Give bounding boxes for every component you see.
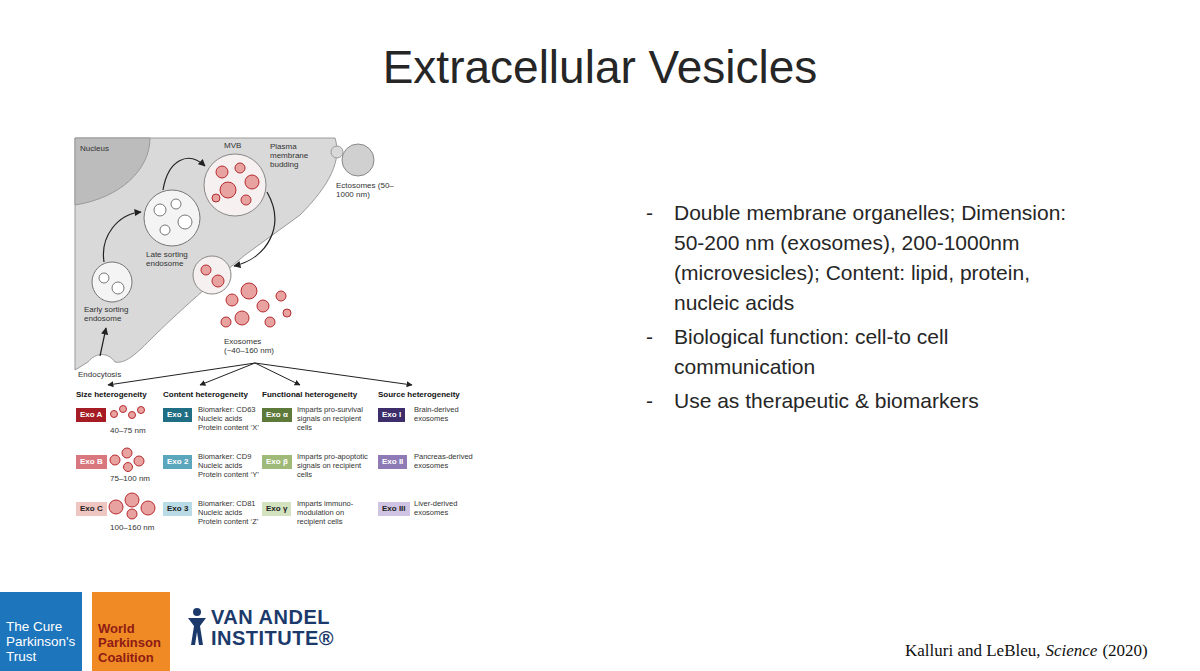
- logo-box: World Parkinson Coalition: [92, 592, 170, 671]
- node-text: Exo A: [80, 411, 102, 419]
- content-description: Biomarker: CD81 Nucleic acids Protein co…: [198, 499, 260, 526]
- node-text: World Parkinson Coalition: [98, 622, 164, 665]
- logo-box: The Cure Parkinson's Trust: [0, 592, 82, 671]
- pathway-arrow: [100, 158, 275, 356]
- source-description: Pancreas-derived exosomes: [414, 452, 476, 470]
- size-range: 75–100 nm: [110, 474, 170, 483]
- bullet-text: Biological function: cell-to cell commun…: [674, 322, 1094, 382]
- function-description: Imparts pro-apoptotic signals on recipie…: [297, 452, 373, 479]
- exo-tag: Exo B: [76, 455, 107, 469]
- exo-tag: Exo α: [262, 408, 292, 422]
- node-text: Exo III: [382, 505, 406, 513]
- exo-tag: Exo III: [378, 502, 410, 516]
- size-vesicles: [109, 406, 155, 520]
- node-text: Exo I: [382, 411, 401, 419]
- bullet-dash: -: [646, 198, 666, 228]
- citation: Kalluri and LeBleu,: [905, 641, 1041, 661]
- membrane-bud: [331, 146, 343, 158]
- exo-tag: Exo 1: [163, 408, 192, 422]
- organelle-label: MVB: [224, 141, 254, 150]
- slide-title: Extracellular Vesicles: [0, 40, 1200, 94]
- category-header: Size heterogeneity: [76, 390, 147, 399]
- node-text: Exo β: [266, 458, 288, 466]
- source-description: Brain-derived exosomes: [414, 405, 476, 423]
- exo-tag: Exo II: [378, 455, 407, 469]
- citation: Science: [1046, 641, 1098, 661]
- exo-tag: Exo γ: [262, 502, 291, 516]
- exo-tag: Exo 2: [163, 455, 192, 469]
- vesicle-label: Ectosomes (50–1000 nm): [336, 181, 398, 199]
- nucleus: [75, 138, 150, 205]
- node-text: Exo C: [80, 505, 103, 513]
- bullet-dash: -: [646, 322, 666, 352]
- node-text: Exo γ: [266, 505, 287, 513]
- early-endosome: [92, 262, 132, 302]
- citation: (2020): [1102, 641, 1147, 661]
- node-text: The Cure Parkinson's Trust: [6, 620, 76, 665]
- node-text: Exo α: [266, 411, 288, 419]
- institute-name: VAN ANDEL INSTITUTE®: [211, 607, 351, 649]
- node-text: Exo II: [382, 458, 403, 466]
- node-text: Exo 2: [167, 458, 188, 466]
- heterogeneity-arrow: [108, 363, 412, 385]
- content-description: Biomarker: CD63 Nucleic acids Protein co…: [198, 405, 260, 432]
- late-endosome: [144, 190, 200, 246]
- node-text: Exo 1: [167, 411, 188, 419]
- function-description: Imparts pro-survival signals on recipien…: [297, 405, 373, 432]
- exo-tag: Exo β: [262, 455, 292, 469]
- ectosome: [342, 144, 374, 176]
- exo-tag: Exo A: [76, 408, 106, 422]
- bullet-dash: -: [646, 386, 666, 416]
- size-range: 100–160 nm: [110, 523, 170, 532]
- node-text: Exo 3: [167, 505, 188, 513]
- vesicle-label: Exosomes (~40–160 nm): [224, 337, 284, 355]
- exo-tag: Exo C: [76, 502, 107, 516]
- category-header: Functional heterogeneity: [262, 390, 357, 399]
- organelle-label: Early sorting endosome: [84, 305, 139, 323]
- organelle-label: Late sorting endosome: [146, 250, 201, 268]
- exo-tag: Exo I: [378, 408, 405, 422]
- function-description: Imparts immuno-modulation on recipient c…: [297, 499, 373, 526]
- source-description: Liver-derived exosomes: [414, 499, 476, 517]
- bullet-text: Double membrane organelles; Dimension: 5…: [674, 198, 1094, 318]
- process-label: Plasma membrane budding: [270, 142, 322, 170]
- cell-body: [75, 138, 337, 370]
- size-range: 40–75 nm: [110, 426, 170, 435]
- category-header: Source heterogeneity: [378, 390, 460, 399]
- process-label: Endocytosis: [78, 370, 148, 379]
- bullet-text: Use as therapeutic & biomarkers: [674, 386, 1094, 416]
- van-andel-icon: [188, 608, 206, 645]
- region-label: Nucleus: [80, 144, 140, 153]
- exo-tag: Exo 3: [163, 502, 192, 516]
- category-header: Content heterogeneity: [163, 390, 248, 399]
- content-description: Biomarker: CD9 Nucleic acids Protein con…: [198, 452, 260, 479]
- multivesicular-body: [204, 154, 266, 216]
- node-text: Exo B: [80, 458, 103, 466]
- exosome-release: [193, 256, 291, 327]
